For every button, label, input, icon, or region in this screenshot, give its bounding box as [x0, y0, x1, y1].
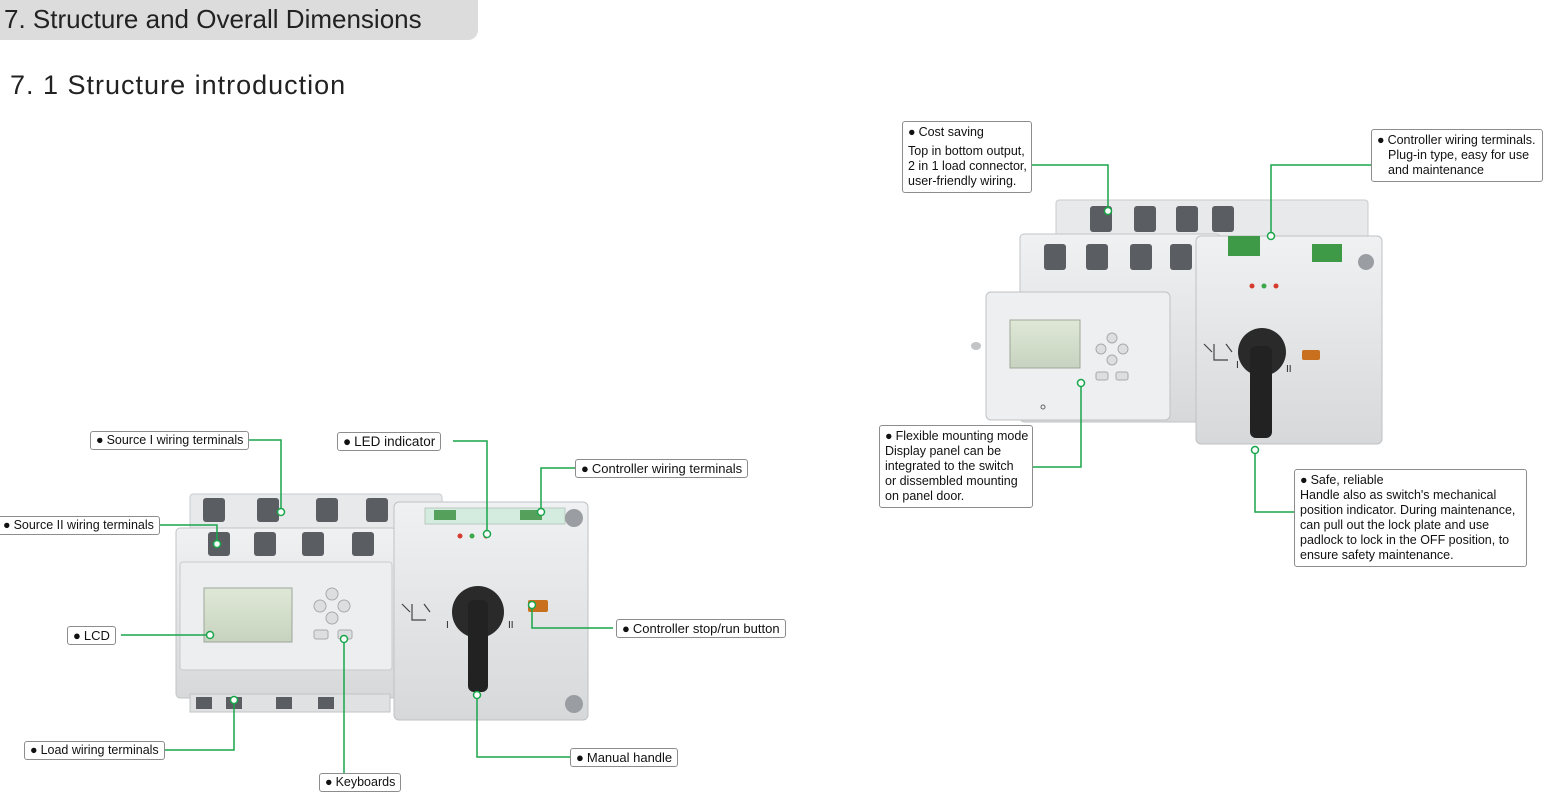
left-device-illustration	[175, 493, 589, 721]
callout-cost-saving: ●Cost saving Top in bottom output, 2 in …	[902, 121, 1032, 193]
bullet-icon: ●	[1377, 133, 1385, 147]
left-pos-two-mark: II	[508, 620, 514, 631]
callout-source2-wiring-terminals: ●Source II wiring terminals	[0, 516, 160, 535]
callout-controller-wiring-terminals-left: ●Controller wiring terminals	[575, 459, 749, 478]
bullet-icon: ●	[343, 434, 352, 449]
section-title: 7. Structure and Overall Dimensions	[4, 4, 422, 34]
bullet-icon: ●	[1300, 473, 1308, 487]
bullet-icon: ●	[73, 628, 81, 643]
callout-source1-wiring-terminals: ●Source I wiring terminals	[90, 431, 250, 450]
bullet-icon: ●	[30, 743, 38, 757]
bullet-icon: ●	[908, 125, 916, 139]
right-device-illustration	[971, 199, 1383, 445]
callout-lcd: ●LCD	[67, 626, 116, 645]
callout-manual-handle: ●Manual handle	[570, 748, 679, 767]
bullet-icon: ●	[576, 750, 584, 765]
leader-lines	[121, 164, 1371, 773]
bullet-icon: ●	[3, 518, 11, 532]
leader-dots	[205, 206, 1276, 705]
section-header-bar	[0, 0, 478, 40]
subsection-title: 7. 1 Structure introduction	[10, 70, 347, 100]
callout-keyboards: ●Keyboards	[319, 773, 402, 792]
bullet-icon: ●	[581, 461, 589, 476]
bullet-icon: ●	[622, 621, 630, 636]
callout-controller-wiring-terminals-right: ●Controller wiring terminals. Plug-in ty…	[1371, 129, 1543, 182]
bullet-icon: ●	[885, 429, 893, 443]
bullet-icon: ●	[325, 775, 333, 789]
callout-led-indicator: ●LED indicator	[337, 432, 442, 451]
callout-controller-stop-run-button: ●Controller stop/run button	[616, 619, 786, 638]
left-pos-one-mark: I	[446, 620, 449, 631]
right-pos-one-mark: I	[1236, 360, 1239, 371]
callout-load-wiring-terminals: ●Load wiring terminals	[24, 741, 165, 760]
bullet-icon: ●	[96, 433, 104, 447]
right-pos-two-mark: II	[1286, 364, 1292, 375]
callout-flexible-mounting-mode: ●Flexible mounting mode Display panel ca…	[879, 425, 1033, 508]
callout-safe-reliable: ●Safe, reliable Handle also as switch's …	[1294, 469, 1527, 567]
